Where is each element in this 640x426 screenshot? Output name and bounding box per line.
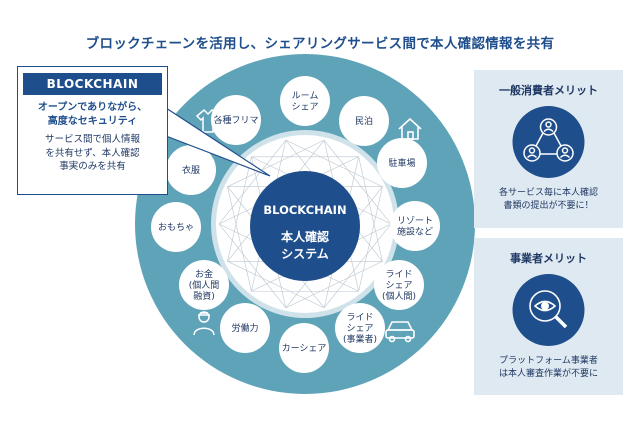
service-node — [374, 260, 424, 310]
network-link — [285, 261, 383, 309]
business-merit-text: プラットフォーム事業者 は本人審査作業が不要に — [474, 355, 623, 381]
network-link — [227, 186, 252, 292]
page-title: ブロックチェーンを活用し、シェアリングサービス間で本人確認情報を共有 — [85, 36, 555, 52]
service-node — [339, 96, 389, 146]
network-link — [285, 139, 383, 187]
callout-subheading-line2: 高度なセキュリティ — [47, 116, 138, 127]
network-link — [323, 223, 392, 309]
service-node-label: お金 — [195, 268, 213, 280]
network-link — [227, 156, 252, 262]
service-node-label: (個人間 — [189, 279, 220, 291]
network-link — [358, 186, 383, 292]
center-line1: 本人確認 — [281, 229, 329, 244]
clothing-icon — [195, 108, 221, 133]
service-node-label: 各種フリマ — [213, 114, 258, 126]
service-node — [280, 76, 330, 126]
service-node-label: 民泊 — [355, 116, 373, 127]
house-icon — [398, 117, 422, 140]
people-network-icon — [512, 106, 585, 178]
service-node — [151, 202, 201, 252]
consumer-merit-text: 各サービス毎に本人確認 書類の提出が不要に！ — [474, 187, 623, 213]
callout-subheading: オープンでありながら、 高度なセキュリティ — [18, 101, 167, 129]
service-node — [377, 138, 427, 188]
service-node — [335, 303, 385, 353]
service-node — [211, 95, 261, 145]
business-merit-panel: 事業者メリット プラットフォーム事業者 は本人審査作業が不要に — [474, 238, 623, 395]
service-node — [390, 201, 440, 251]
center-system-circle — [250, 171, 360, 281]
consumer-merit-line1: 各サービス毎に本人確認 — [498, 188, 598, 198]
worker-icon — [193, 311, 215, 336]
service-node — [220, 303, 270, 353]
consumer-merit-line2: 書類の提出が不要に！ — [503, 201, 594, 211]
service-node — [166, 145, 216, 195]
network-link — [323, 139, 392, 225]
callout-body: サービス間で個人情報 を共有せず、本人確認 事実のみを共有 — [18, 133, 167, 174]
service-node-label: ライド — [385, 269, 412, 280]
center-title: BLOCKCHAIN — [263, 203, 346, 217]
callout-heading: BLOCKCHAIN — [23, 73, 162, 95]
network-link — [218, 139, 287, 225]
service-node-label: ライド — [346, 312, 373, 323]
center-line2: システム — [281, 247, 329, 261]
callout-body-line3: 事実のみを共有 — [59, 161, 126, 172]
service-node — [279, 323, 329, 373]
service-node-label: 融資) — [193, 290, 215, 302]
callout-subheading-line1: オープンでありながら、 — [37, 102, 148, 113]
service-node-label: カーシェア — [282, 343, 327, 354]
service-node-label: (個人間) — [382, 290, 416, 302]
business-merit-line2: は本人審査作業が不要に — [498, 369, 598, 379]
business-merit-title: 事業者メリット — [510, 252, 587, 265]
service-node-label: (事業者) — [343, 333, 377, 345]
service-node-label: 施設など — [397, 226, 433, 238]
blockchain-callout: BLOCKCHAIN オープンでありながら、 高度なセキュリティ サービス間で個… — [17, 66, 168, 195]
callout-body-line1: サービス間で個人情報 — [44, 134, 140, 145]
service-node-label: 駐車場 — [388, 157, 415, 169]
consumer-merit-panel: 一般消費者メリット 各サービス毎に本人確認 書類の提出が不要に！ — [474, 70, 623, 228]
network-link — [358, 156, 383, 262]
service-node-label: リゾート — [397, 216, 433, 227]
service-node-label: シェア — [291, 103, 318, 113]
network-link — [218, 223, 287, 309]
service-node-label: シェア — [346, 324, 373, 334]
service-nodes: ルームシェア民泊駐車場リゾート施設などライドシェア(個人間)ライドシェア(事業者… — [151, 76, 440, 373]
service-node-label: ルーム — [292, 91, 319, 102]
network-link — [227, 139, 325, 187]
magnifier-eye-icon — [512, 274, 585, 346]
network-web — [218, 139, 392, 309]
network-link — [227, 261, 325, 309]
service-node-label: おもちゃ — [158, 222, 194, 233]
service-node-label: 労働力 — [231, 322, 258, 334]
service-node — [179, 260, 229, 310]
business-merit-line1: プラットフォーム事業者 — [499, 356, 598, 366]
callout-body-line2: を共有せず、本人確認 — [45, 147, 140, 159]
service-node-label: シェア — [385, 281, 412, 291]
consumer-merit-title: 一般消費者メリット — [499, 84, 598, 97]
car-icon — [385, 321, 415, 343]
service-node-label: 衣服 — [182, 164, 200, 176]
